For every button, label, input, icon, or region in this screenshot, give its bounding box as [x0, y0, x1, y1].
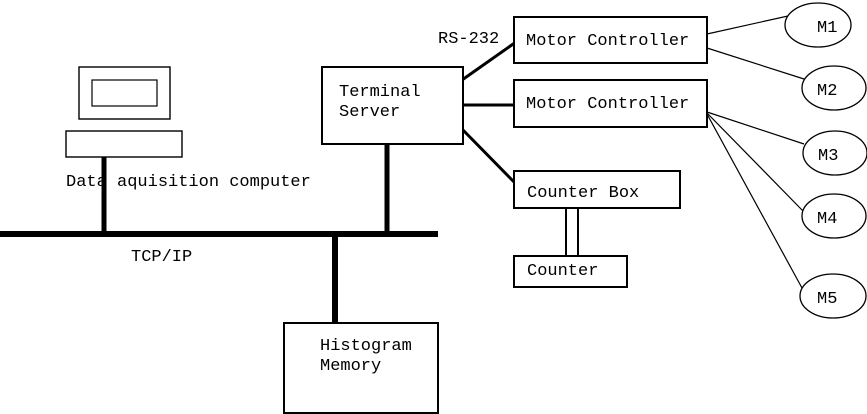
motor-m3-label: M3 [818, 147, 838, 166]
motor-m2-label: M2 [817, 82, 837, 101]
motor-controller-2-box [513, 79, 708, 128]
motor-m4-ellipse [801, 193, 867, 239]
motor-node-m5: M5 [799, 273, 867, 319]
motor-controller-2-to-m5-line [706, 113, 803, 289]
motor-m4-label: M4 [817, 210, 837, 229]
counter-box [513, 255, 628, 288]
counter-label: Counter [527, 262, 598, 281]
tcp-ip-label: TCP/IP [131, 248, 192, 267]
motor-m3-ellipse [802, 130, 867, 176]
terminal-server-to-counter-box-line [460, 127, 518, 186]
histogram-memory-label-line1: Histogram [320, 337, 412, 356]
motor-m5-ellipse [799, 273, 867, 319]
data-acquisition-computer-label: Data aquisition computer [66, 173, 311, 192]
histogram-memory-label-line2: Memory [320, 357, 381, 376]
motor-node-m4: M4 [801, 193, 867, 239]
motor-m1-ellipse [784, 2, 852, 48]
counter-box-node: Counter Box [513, 170, 681, 209]
motor-controller-2-label: Motor Controller [526, 95, 689, 114]
counter-box-label: Counter Box [527, 184, 639, 203]
motor-controller-1-to-m2-line [706, 47, 805, 80]
motor-controller-1-node: Motor Controller [513, 16, 708, 64]
motor-m5-label: M5 [817, 290, 837, 309]
motor-node-m1: M1 [784, 2, 852, 48]
terminal-server-node: Terminal Server [321, 66, 464, 145]
motor-m2-ellipse [801, 65, 867, 111]
motor-controller-2-to-m4-line [706, 112, 804, 212]
motor-m1-label: M1 [817, 19, 837, 38]
histogram-memory-box [283, 322, 439, 414]
motor-controller-2-to-m3-line [706, 111, 805, 145]
terminal-server-label-line2: Server [339, 103, 400, 122]
terminal-server-label-line1: Terminal [339, 83, 421, 102]
motor-controller-1-label: Motor Controller [526, 32, 689, 51]
histogram-memory-node: Histogram Memory [283, 322, 439, 414]
keyboard-icon [65, 130, 183, 158]
data-acquisition-computer-icon [65, 66, 183, 158]
terminal-server-box [321, 66, 464, 145]
terminal-server-to-motor-controller-1-line [461, 40, 517, 82]
connections [0, 15, 805, 325]
motor-node-m3: M3 [802, 130, 867, 176]
motor-controller-2-node: Motor Controller [513, 79, 708, 128]
counter-node: Counter [513, 255, 628, 288]
motor-controller-1-box [513, 16, 708, 64]
rs-232-label: RS-232 [438, 30, 499, 49]
motor-node-m2: M2 [801, 65, 867, 111]
counter-box-box [513, 170, 681, 209]
motor-controller-1-to-m1-line [706, 15, 789, 35]
monitor-screen-icon [91, 79, 158, 107]
